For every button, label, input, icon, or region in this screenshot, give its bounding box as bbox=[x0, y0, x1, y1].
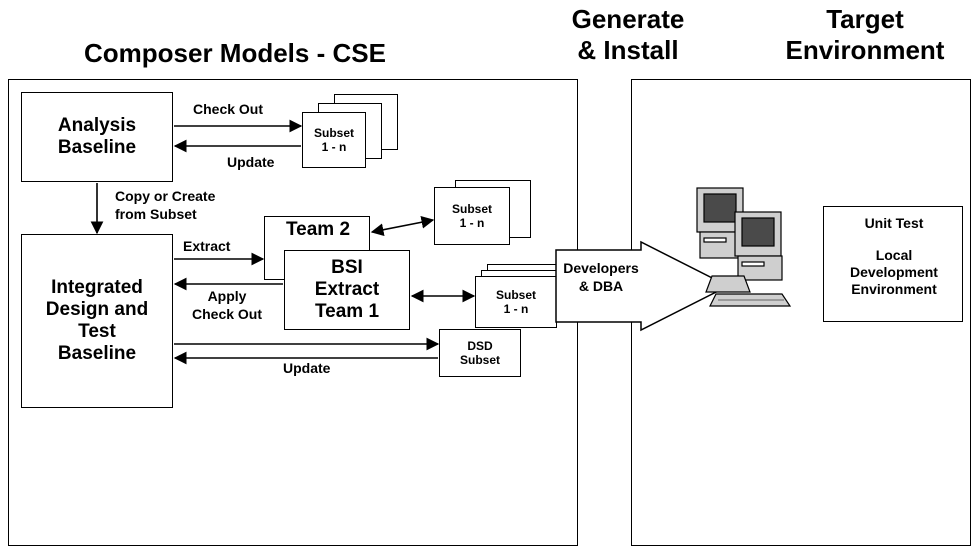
copy-create-line1: Copy or Create bbox=[115, 188, 216, 204]
generate-install-header: Generate & Install bbox=[558, 4, 698, 66]
analysis-baseline-line2: Baseline bbox=[57, 137, 137, 158]
subset-top-box: Subset 1 - n bbox=[302, 112, 366, 168]
unit-test-label: Unit Test bbox=[864, 215, 924, 231]
bsi-extract-line1: BSI bbox=[331, 257, 363, 278]
integrated-baseline-line3: Test bbox=[78, 321, 116, 342]
dsd-subset-line1: DSD bbox=[467, 339, 493, 353]
generate-header-line2: & Install bbox=[577, 35, 679, 66]
copy-create-line2: from Subset bbox=[115, 205, 197, 222]
team2-label: Team 2 bbox=[285, 219, 351, 240]
integrated-baseline-line2: Design and bbox=[45, 299, 149, 320]
apply-check-out-label: Apply Check Out bbox=[192, 288, 262, 323]
bsi-extract-line2: Extract bbox=[314, 279, 380, 300]
cse-header: Composer Models - CSE bbox=[84, 38, 386, 68]
unit-test-box: Unit Test Local Development Environment bbox=[823, 206, 963, 322]
bsi-extract-box: BSI Extract Team 1 bbox=[284, 250, 410, 330]
subset-mid-line2: 1 - n bbox=[459, 216, 485, 230]
dba-label: & DBA bbox=[578, 277, 624, 294]
subset-top-line1: Subset bbox=[313, 126, 354, 140]
extract-label: Extract bbox=[183, 238, 231, 254]
subset-mid-box: Subset 1 - n bbox=[434, 187, 510, 245]
local-dev-env-line2: Development bbox=[850, 263, 938, 280]
apply-label: Apply bbox=[207, 288, 247, 304]
local-dev-env-line1: Local bbox=[875, 247, 913, 263]
analysis-baseline-box: Analysis Baseline bbox=[21, 92, 173, 182]
subset-mid-line1: Subset bbox=[451, 202, 492, 216]
check-out-bottom-label: Check Out bbox=[192, 305, 263, 322]
subset-top-line2: 1 - n bbox=[321, 140, 347, 154]
update-top-label: Update bbox=[227, 154, 275, 170]
integrated-baseline-line1: Integrated bbox=[51, 277, 143, 298]
dsd-subset-line2: Subset bbox=[459, 353, 500, 367]
subset-dev-line1: Subset bbox=[495, 288, 536, 302]
local-dev-env-line3: Environment bbox=[851, 280, 937, 297]
analysis-baseline-line1: Analysis bbox=[57, 115, 137, 136]
target-environment-header: Target Environment bbox=[762, 4, 968, 66]
subset-dev-box: Subset 1 - n bbox=[475, 276, 557, 328]
target-header-line1: Target bbox=[826, 4, 904, 34]
dsd-subset-box: DSD Subset bbox=[439, 329, 521, 377]
check-out-top-label: Check Out bbox=[193, 101, 264, 117]
developers-label: Developers bbox=[563, 260, 639, 276]
developers-dba-label: Developers & DBA bbox=[558, 260, 644, 295]
integrated-baseline-line4: Baseline bbox=[57, 343, 137, 364]
target-header-line2: Environment bbox=[785, 35, 945, 66]
update-bottom-label: Update bbox=[283, 360, 331, 376]
integrated-baseline-box: Integrated Design and Test Baseline bbox=[21, 234, 173, 408]
subset-dev-line2: 1 - n bbox=[503, 302, 529, 316]
copy-create-label: Copy or Create from Subset bbox=[115, 188, 215, 223]
bsi-extract-line3: Team 1 bbox=[314, 301, 380, 322]
generate-header-line1: Generate bbox=[571, 4, 685, 34]
local-dev-env-label: Local Development Environment bbox=[824, 247, 964, 297]
